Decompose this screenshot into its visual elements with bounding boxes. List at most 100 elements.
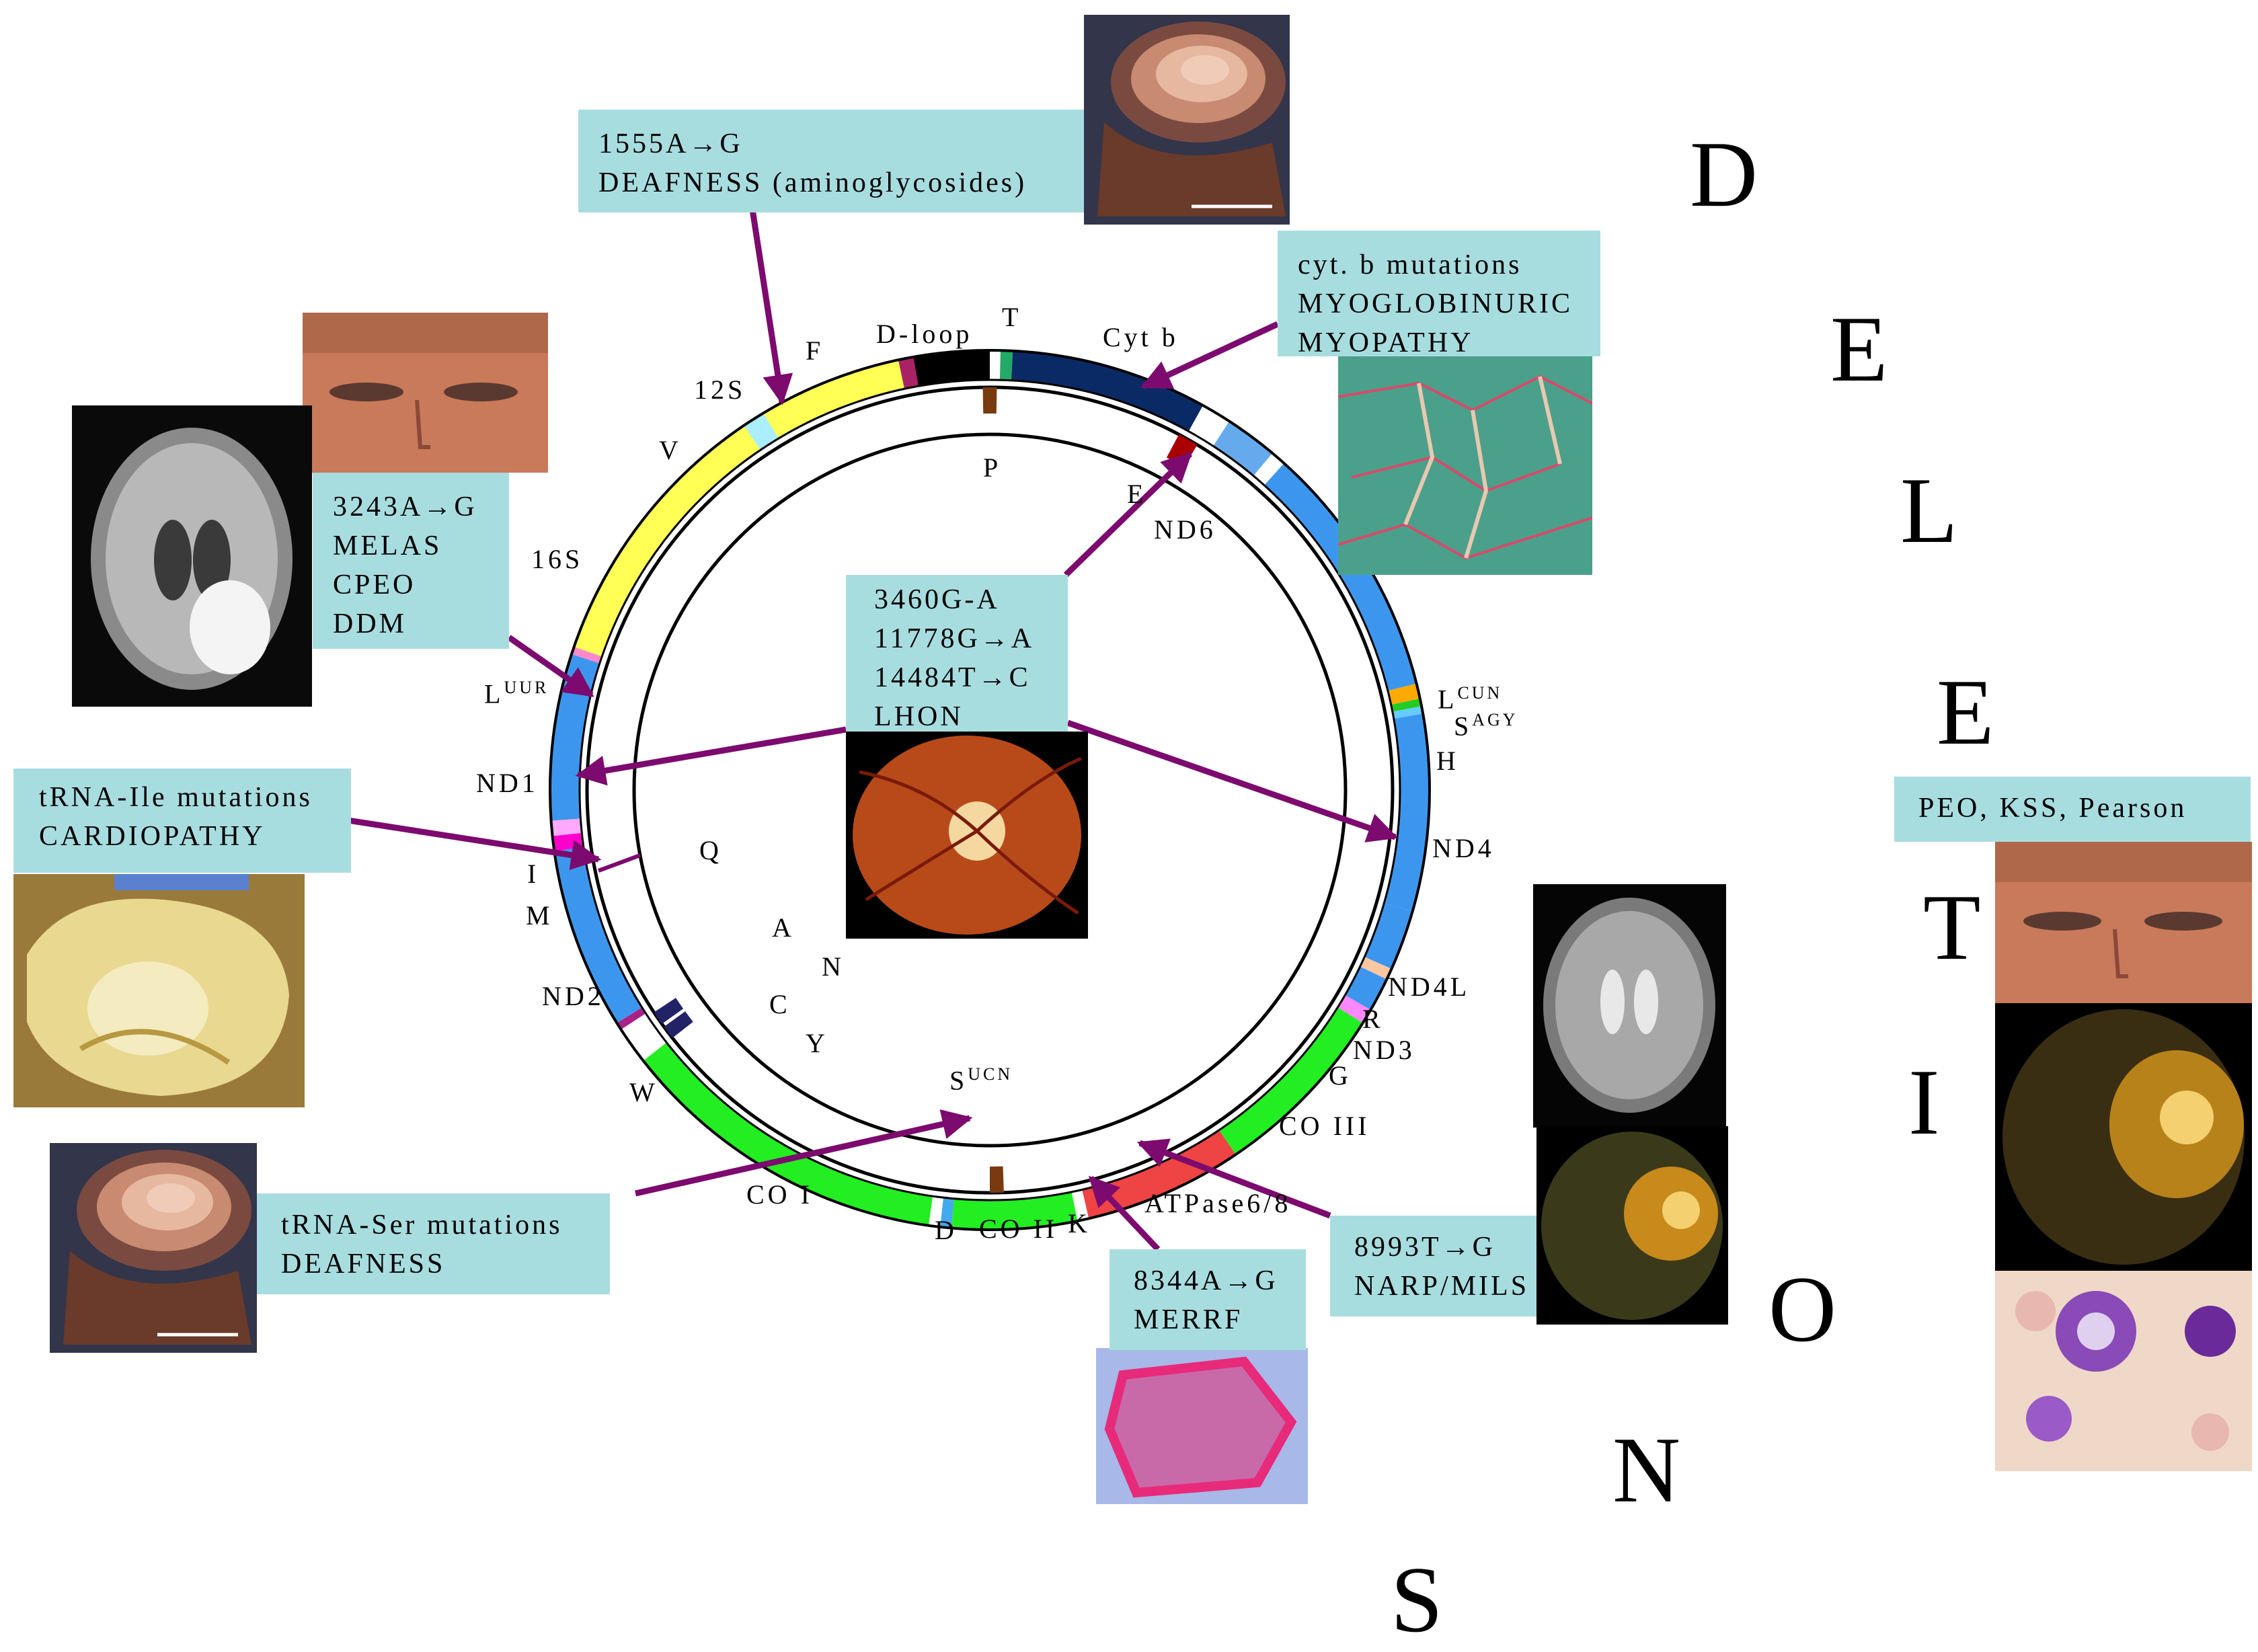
box-narp-line-2: NARP/MILS	[1354, 1271, 1530, 1302]
inner-marker-s	[990, 1166, 1004, 1193]
box-cytb-myopathy: cyt. b mutations MYOGLOBINURIC MYOPATHY	[1278, 231, 1600, 358]
arrow-lhon-nd1	[575, 726, 847, 786]
segment-trna-g	[1337, 995, 1371, 1023]
inner-marker-wanc-2	[654, 998, 684, 1024]
box-trna-ile-line-2: CARDIOPATHY	[39, 821, 266, 852]
box-lhon-line-2: 11778G→A	[874, 623, 1035, 654]
ring-outer-edge	[549, 349, 1431, 1231]
label-trna-lcun-sup: CUN	[1457, 683, 1503, 703]
arrow-melas	[507, 635, 594, 698]
segment-trna-i	[551, 818, 582, 836]
segment-dloop-left	[913, 350, 990, 387]
deletion-letter-i: I	[1908, 1050, 1940, 1154]
label-coii: CO II	[979, 1214, 1058, 1244]
label-trna-lcun: LCUN	[1438, 684, 1502, 713]
box-deletion-line-1: PEO, KSS, Pearson	[1918, 793, 2187, 824]
segment-12s	[763, 360, 905, 439]
label-trna-m: M	[526, 900, 553, 931]
segment-trna-e	[1213, 421, 1273, 476]
label-trna-p: P	[983, 453, 1002, 483]
segment-trna-t	[999, 350, 1013, 381]
inner-marker-p	[982, 387, 997, 414]
label-nd4l: ND4L	[1388, 972, 1471, 1002]
deletion-letter-o: O	[1768, 1257, 1837, 1362]
box-deletion-syndromes: PEO, KSS, Pearson	[1894, 777, 2251, 842]
segment-trna-r	[1360, 957, 1392, 980]
heart-specimen-image	[13, 874, 305, 1107]
retina-image-narp	[1536, 1126, 1728, 1325]
arrow-cytb	[1140, 321, 1279, 390]
label-coiii: CO III	[1279, 1111, 1370, 1141]
brain-mri-image-right	[1533, 884, 1726, 1128]
box-1555-line-2: DEAFNESS (aminoglycosides)	[598, 167, 1027, 198]
arrow-1555	[748, 204, 793, 405]
box-cytb-line-2: MYOGLOBINURIC	[1298, 288, 1573, 319]
label-nd6: ND6	[1154, 514, 1216, 545]
label-trna-luur: LUUR	[484, 679, 549, 707]
ptosis-face-image-left	[303, 313, 548, 473]
label-nd1: ND1	[476, 768, 539, 798]
label-trna-i: I	[527, 859, 540, 889]
label-trna-sucn: SUCN	[949, 1066, 1013, 1094]
segment-atpase	[1082, 1130, 1236, 1219]
connector-trna-ile	[597, 853, 641, 873]
box-cytb-line-1: cyt. b mutations	[1298, 249, 1522, 280]
segment-trna-d	[939, 1197, 954, 1228]
label-trna-w: W	[629, 1077, 658, 1107]
box-lhon-line-1: 3460G-A	[874, 584, 1000, 615]
segment-trna-f	[898, 356, 919, 389]
label-trna-lcun-base: L	[1438, 684, 1458, 715]
arrow-lhon-nd4	[1066, 719, 1399, 842]
label-nd3: ND3	[1353, 1035, 1415, 1065]
deletion-letter-l: L	[1900, 459, 1958, 563]
label-trna-a: A	[772, 912, 795, 943]
label-nd4: ND4	[1432, 833, 1495, 863]
segment-trna-v	[744, 413, 779, 450]
inner-ring-inner-circle	[632, 432, 1348, 1148]
label-trna-sucn-base: S	[949, 1065, 968, 1096]
label-trna-k: K	[1068, 1208, 1091, 1238]
label-trna-sucn-sup: UCN	[968, 1064, 1013, 1084]
label-trna-r: R	[1362, 1004, 1384, 1034]
box-melas-line-3: CPEO	[333, 569, 416, 600]
box-melas-line-2: MELAS	[333, 530, 442, 561]
label-dloop: D-loop	[876, 319, 973, 349]
segment-nd4l	[1364, 903, 1413, 970]
ragged-red-fiber-image-cytb	[1338, 356, 1592, 575]
label-trna-sagy-sup: AGY	[1472, 710, 1518, 730]
label-16s: 16S	[531, 544, 584, 574]
deletion-letter-n: N	[1612, 1418, 1681, 1522]
label-12s: 12S	[694, 375, 746, 405]
deletion-letter-d: D	[1690, 122, 1758, 227]
segment-wanc	[621, 1013, 667, 1061]
box-8344-merrf: 8344A→G MERRF	[1109, 1249, 1306, 1350]
segment-trna-h	[1387, 683, 1420, 705]
arrow-trna-ser	[635, 1109, 973, 1197]
retina-image-deletion	[1995, 1003, 2252, 1271]
label-trna-luur-base: L	[484, 678, 504, 709]
label-trna-n: N	[822, 951, 845, 982]
label-trna-sagy-base: S	[1454, 711, 1473, 742]
label-trna-e: E	[1127, 479, 1147, 509]
segment-trna-s	[1391, 699, 1422, 712]
label-trna-v: V	[659, 435, 682, 465]
segment-trna-luur	[572, 647, 602, 664]
label-coi: CO I	[746, 1179, 813, 1210]
segment-dloop-white	[990, 350, 1001, 381]
box-3243-melas: 3243A→G MELAS CPEO DDM	[313, 473, 509, 649]
inner-marker-wanc-1	[664, 1011, 693, 1038]
ptosis-face-image-right	[1995, 842, 2252, 1003]
deletion-letter-t: T	[1923, 875, 1981, 980]
optic-fundus-image-lhon	[846, 732, 1088, 939]
arrow-merrf	[1088, 1175, 1161, 1252]
label-trna-d: D	[935, 1215, 958, 1245]
box-trna-ile-line-1: tRNA-Ile mutations	[39, 782, 313, 813]
box-1555-line-1: 1555A→G	[598, 128, 743, 159]
segment-trna-d-white	[928, 1196, 943, 1227]
label-trna-c: C	[769, 989, 791, 1019]
box-lhon-line-4: LHON	[874, 701, 964, 732]
box-merrf-line-1: 8344A→G	[1134, 1265, 1278, 1296]
segment-coii	[951, 1191, 1078, 1230]
box-merrf-line-2: MERRF	[1134, 1304, 1243, 1335]
